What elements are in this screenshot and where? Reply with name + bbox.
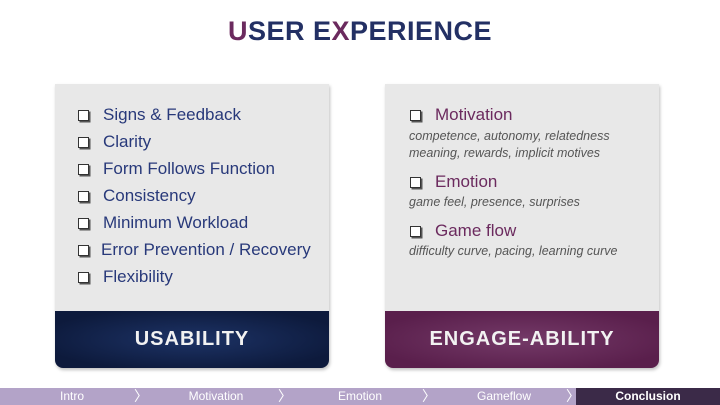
list-item: Emotion <box>410 172 497 192</box>
chevron-right-icon: 〉 <box>422 388 436 404</box>
checkbox-icon <box>410 109 421 121</box>
item-description: difficulty curve, pacing, learning curve <box>409 244 618 258</box>
checkbox-icon <box>78 109 89 121</box>
checkbox-icon <box>78 217 89 229</box>
list-item: Flexibility <box>78 267 173 287</box>
list-item: Minimum Workload <box>78 213 248 233</box>
list-item: Error Prevention / Recovery <box>78 240 311 260</box>
checkbox-icon <box>78 244 89 256</box>
nav-intro[interactable]: Intro〉 <box>59 388 148 404</box>
nav-gameflow[interactable]: Gameflow〉 <box>476 388 580 404</box>
nav-emotion[interactable]: Emotion〉 <box>337 388 436 404</box>
chevron-right-icon: 〉 <box>278 388 292 404</box>
list-item: Signs & Feedback <box>78 105 241 125</box>
checkbox-icon <box>78 163 89 175</box>
list-item: Consistency <box>78 186 196 206</box>
checkbox-icon <box>78 190 89 202</box>
list-item: Form Follows Function <box>78 159 275 179</box>
checkbox-icon <box>410 176 421 188</box>
list-item: Motivation <box>410 105 512 125</box>
item-description: game feel, presence, surprises <box>409 195 580 209</box>
usability-label: USABILITY <box>55 311 329 368</box>
checkbox-icon <box>410 225 421 237</box>
nav-conclusion[interactable]: Conclusion <box>576 388 720 405</box>
chevron-right-icon: 〉 <box>134 388 148 404</box>
checkbox-icon <box>78 271 89 283</box>
checkbox-icon <box>78 136 89 148</box>
item-description: competence, autonomy, relatedness <box>409 129 610 143</box>
engageability-label: ENGAGE-ABILITY <box>385 311 659 368</box>
slide-title: USER EXPERIENCE <box>227 16 493 46</box>
engageability-panel: Motivation competence, autonomy, related… <box>385 84 659 368</box>
section-nav: Intro〉 Motivation〉 Emotion〉 Gameflow〉 Co… <box>0 388 720 405</box>
list-item: Clarity <box>78 132 151 152</box>
item-description: meaning, rewards, implicit motives <box>409 146 601 160</box>
usability-panel: Signs & Feedback Clarity Form Follows Fu… <box>55 84 329 368</box>
nav-motivation[interactable]: Motivation〉 <box>188 388 292 404</box>
list-item: Game flow <box>410 221 516 241</box>
